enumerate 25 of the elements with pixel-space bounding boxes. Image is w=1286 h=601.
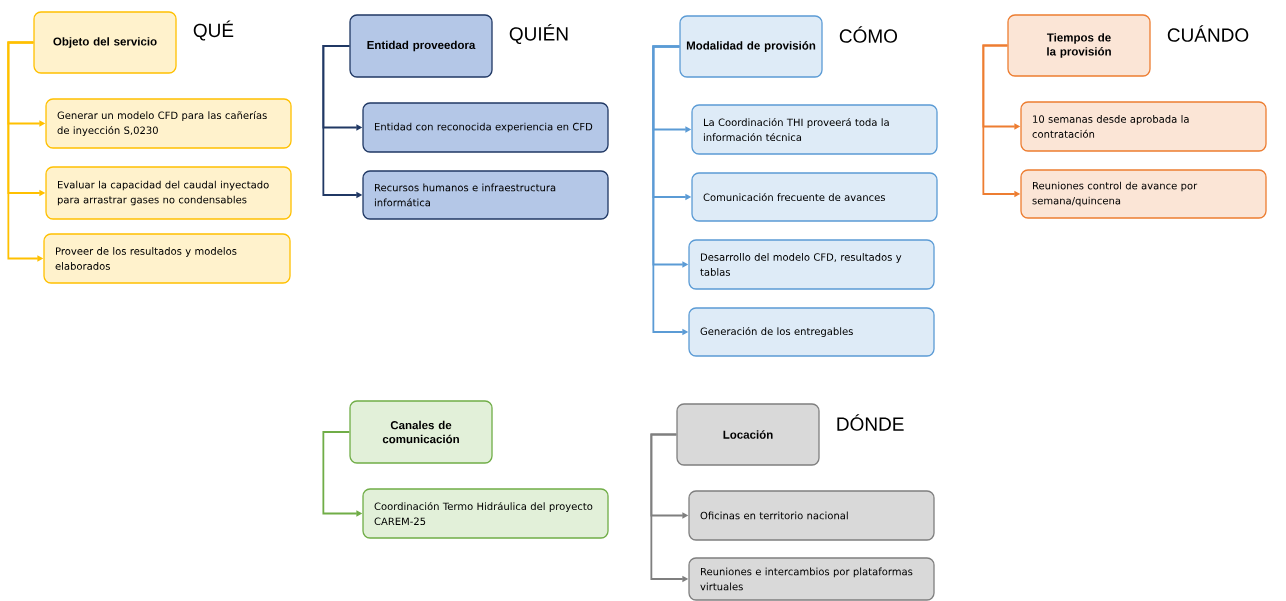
item-box: Recursos humanos e infraestructura informática	[362, 170, 609, 220]
heading-word: CÓMO	[839, 26, 898, 43]
item-box: 10 semanas desde aprobada la contratación	[1020, 101, 1267, 152]
item-box: Generar un modelo CFD para las cañerías de inyección S,0230	[45, 98, 292, 149]
item-box: La Coordinación THI proveerá toda la información técnica	[691, 104, 938, 155]
heading-word: QUÉ	[193, 20, 234, 41]
heading-word: DÓNDE	[837, 414, 904, 431]
category-box: Entidad proveedora	[349, 14, 493, 78]
item-box: Desarrollo del modelo CFD, resultados y tablas	[688, 239, 935, 290]
category-box: Canales de comunicación	[349, 400, 493, 464]
item-box: Comunicación frecuente de avances	[691, 172, 938, 222]
category-box: Objeto del servicio	[33, 11, 177, 74]
category-box: Modalidad de provisión	[679, 15, 823, 78]
heading-word: QUIÉN	[509, 23, 568, 45]
heading-word: CUÁNDO	[1167, 25, 1249, 42]
item-box: Proveer de los resultados y modelos elaborados	[43, 233, 291, 284]
item-box: Reuniones e intercambios por plataformas virtuales	[688, 557, 935, 601]
item-box: Evaluar la capacidad del caudal inyectado para arrastrar gases no condensables	[45, 166, 292, 220]
item-box: Entidad con reconocida experiencia en CFD	[362, 102, 609, 153]
category-box: Locación	[676, 403, 820, 466]
category-box: Tiempos de la provisión	[1007, 14, 1151, 77]
item-box: Reuniones control de avance por semana/quincena	[1020, 169, 1267, 219]
item-box: Oficinas en territorio nacional	[688, 490, 935, 541]
item-box: Generación de los entregables	[688, 307, 935, 357]
item-box: Coordinación Termo Hidráulica del proyecto CAREM-25	[362, 488, 609, 539]
